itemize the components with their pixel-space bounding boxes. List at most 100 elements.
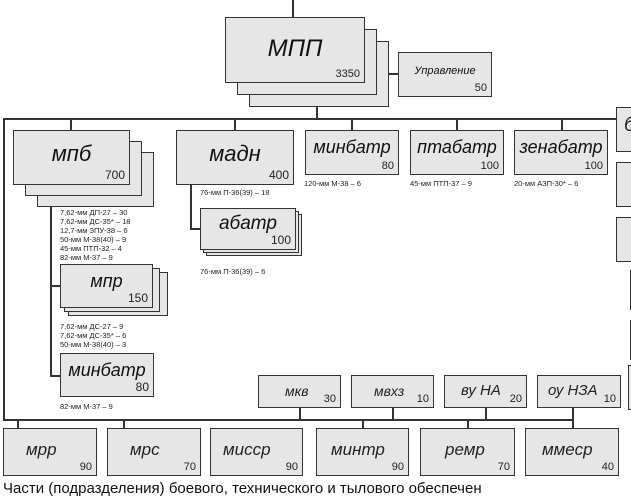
sub-label: минбатр — [68, 360, 146, 380]
support-box[interactable]: минтр 90 — [316, 428, 409, 476]
support-count: 30 — [323, 393, 336, 405]
unit-label: птабатр — [417, 137, 497, 157]
weapon-item: 76-мм П-36(39) – 18 — [200, 188, 270, 197]
weapon-item: 50-мм М-38(40) – 9 — [60, 235, 127, 244]
connector — [316, 106, 318, 118]
connector — [572, 400, 574, 420]
connector — [50, 207, 52, 376]
sub-box-abatr[interactable]: абатр 100 — [200, 208, 296, 250]
connector — [234, 118, 236, 130]
caption: Части (подразделения) боевого, техническ… — [3, 480, 482, 497]
connector — [292, 0, 294, 18]
connector — [467, 419, 469, 428]
weapons-list: 7,62-мм ДС-27 – 9 7,62-мм ДС-35* – 6 50-… — [60, 322, 126, 349]
support-label: мкв — [285, 383, 309, 399]
support-label: ммеср — [542, 440, 593, 459]
unit-label: мадн — [209, 141, 261, 166]
root-count: 3350 — [335, 68, 360, 80]
unit-count: 100 — [480, 160, 499, 172]
unit-count: 400 — [268, 168, 289, 182]
support-box[interactable]: ву НА 20 — [444, 375, 527, 408]
support-box[interactable]: ремр 70 — [420, 428, 515, 476]
unit-box-cutoff — [628, 365, 631, 410]
sub-count: 150 — [127, 291, 148, 305]
weapons-list: 76-мм П-36(39) – 6 — [200, 267, 265, 276]
unit-label: мпб — [51, 141, 92, 166]
weapons-list: 20-мм АЗП-30* – 6 — [514, 179, 578, 188]
support-label: ву НА — [461, 382, 501, 399]
weapon-item: 7,62-мм ДС-35* – 18 — [60, 217, 131, 226]
weapon-item: 50-мм М-38(40) – 3 — [60, 340, 127, 349]
connector — [3, 118, 5, 420]
support-label: мрс — [130, 440, 160, 459]
connector — [485, 408, 487, 420]
connector — [50, 375, 60, 377]
connector — [392, 408, 394, 420]
connector — [70, 118, 72, 130]
weapon-item: 7,62-мм ДП-27 – 30 — [60, 208, 128, 217]
sub-box-minbatr[interactable]: минбатр 80 — [60, 353, 154, 397]
support-count: 10 — [603, 393, 616, 405]
connector — [3, 419, 573, 421]
support-box[interactable]: мвхз 10 — [351, 375, 434, 408]
connector — [190, 185, 192, 228]
weapons-list: 7,62-мм ДП-27 – 30 7,62-мм ДС-35* – 18 1… — [60, 208, 130, 262]
weapons-list: 45-мм ПТП-37 – 9 — [410, 179, 472, 188]
connector — [572, 419, 574, 428]
sub-count: 80 — [135, 380, 149, 394]
weapons-list: 120-мм М-38 – 6 — [304, 179, 361, 188]
connector — [3, 118, 631, 120]
connector — [299, 408, 301, 420]
unit-box-madn[interactable]: мадн 400 — [176, 130, 294, 185]
support-box[interactable]: мисср 90 — [210, 428, 303, 476]
weapons-list: 82-мм М-37 – 9 — [60, 402, 113, 411]
management-count: 50 — [474, 82, 487, 94]
unit-count: 700 — [104, 168, 125, 182]
support-count: 20 — [509, 393, 522, 405]
sub-box-mpr[interactable]: мпр 150 — [60, 264, 153, 308]
support-box[interactable]: ммеср 40 — [525, 428, 619, 476]
unit-box-cutoff[interactable]: б — [616, 107, 631, 152]
sub-count: 100 — [270, 233, 291, 247]
support-box[interactable]: мрс 70 — [107, 428, 201, 476]
unit-box-minbatr[interactable]: минбатр 80 — [305, 130, 399, 175]
management-box[interactable]: Управление 50 — [398, 52, 492, 97]
weapon-item: 7,62-мм ДС-27 – 9 — [60, 322, 124, 331]
unit-box-mpb[interactable]: мпб 700 — [13, 130, 130, 185]
unit-label: зенабатр — [519, 137, 603, 157]
support-count: 90 — [79, 461, 92, 473]
support-count: 70 — [497, 461, 510, 473]
weapon-item: 7,62-мм ДС-35* – 6 — [60, 331, 127, 340]
support-box[interactable]: мкв 30 — [258, 375, 341, 408]
support-count: 10 — [416, 393, 429, 405]
unit-count: 80 — [381, 160, 394, 172]
weapon-item: 120-мм М-38 – 6 — [304, 179, 362, 188]
support-label: ремр — [445, 440, 485, 459]
sub-label: мпр — [90, 271, 123, 291]
weapons-list: 76-мм П-36(39) – 18 — [200, 188, 270, 197]
support-box[interactable]: мрр 90 — [3, 428, 97, 476]
unit-box-cutoff — [616, 162, 631, 207]
support-label: мвхз — [374, 383, 405, 399]
root-box[interactable]: МПП 3350 — [225, 17, 365, 83]
support-label: мисср — [223, 440, 271, 459]
root-label: МПП — [267, 35, 323, 62]
unit-box-cutoff — [616, 217, 631, 262]
management-label: Управление — [414, 65, 476, 77]
support-count: 90 — [285, 461, 298, 473]
connector — [17, 419, 19, 428]
unit-box-zenabatr[interactable]: зенабатр 100 — [514, 130, 608, 175]
unit-box-ptabatr[interactable]: птабатр 100 — [410, 130, 504, 175]
connector — [382, 73, 398, 75]
weapon-item: 45-мм ПТП-32 – 4 — [60, 244, 122, 253]
support-count: 70 — [183, 461, 196, 473]
weapon-item: 76-мм П-36(39) – 6 — [200, 267, 266, 276]
sub-label: абатр — [218, 213, 277, 234]
unit-count: 100 — [584, 160, 603, 172]
support-label: мрр — [26, 440, 57, 459]
support-box[interactable]: оу НЗА 10 — [537, 375, 621, 408]
connector — [362, 419, 364, 428]
connector — [123, 419, 125, 428]
connector — [190, 228, 200, 230]
unit-label: б — [624, 114, 631, 137]
